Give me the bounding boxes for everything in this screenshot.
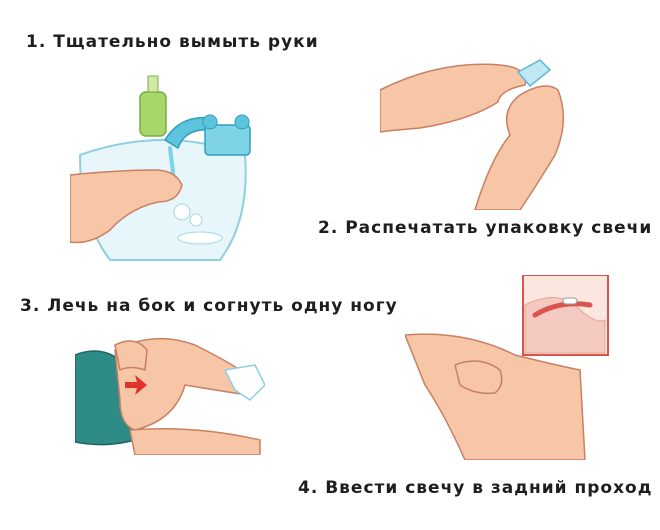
suppository: [562, 297, 578, 305]
step-2-caption: 2. Распечатать упаковку свечи: [318, 218, 653, 238]
step-4-caption: 4. Ввести свечу в задний проход: [298, 478, 653, 498]
step-3-caption: 3. Лечь на бок и согнуть одну ногу: [20, 296, 398, 316]
foam: [177, 231, 223, 245]
bent-leg: [114, 337, 249, 431]
faucet-base: [204, 124, 251, 156]
suppository-wrapper: [516, 59, 552, 88]
direction-arrow: [125, 375, 147, 395]
left-hand: [380, 63, 527, 133]
hand-on-hip: [114, 340, 148, 372]
foam: [189, 213, 203, 227]
soap-pump: [147, 75, 159, 93]
sock: [223, 364, 265, 401]
right-hand: [474, 85, 565, 210]
rectum-channel: [532, 301, 593, 318]
foam: [173, 203, 191, 221]
lower-leg: [129, 428, 261, 455]
step-4-insert-suppository-illustration: [405, 275, 609, 460]
soap-bottle: [139, 91, 167, 137]
hands: [70, 169, 183, 244]
step-2-unwrap-suppository-illustration: [380, 59, 565, 210]
step-3-lie-on-side-illustration: [75, 337, 265, 455]
step-1-handwashing-illustration: [70, 75, 251, 261]
hand: [454, 360, 503, 395]
faucet-handle-left: [202, 114, 218, 130]
leg: [405, 333, 586, 460]
faucet-handle-right: [234, 114, 250, 130]
step-1-caption: 1. Тщательно вымыть руки: [26, 32, 319, 52]
